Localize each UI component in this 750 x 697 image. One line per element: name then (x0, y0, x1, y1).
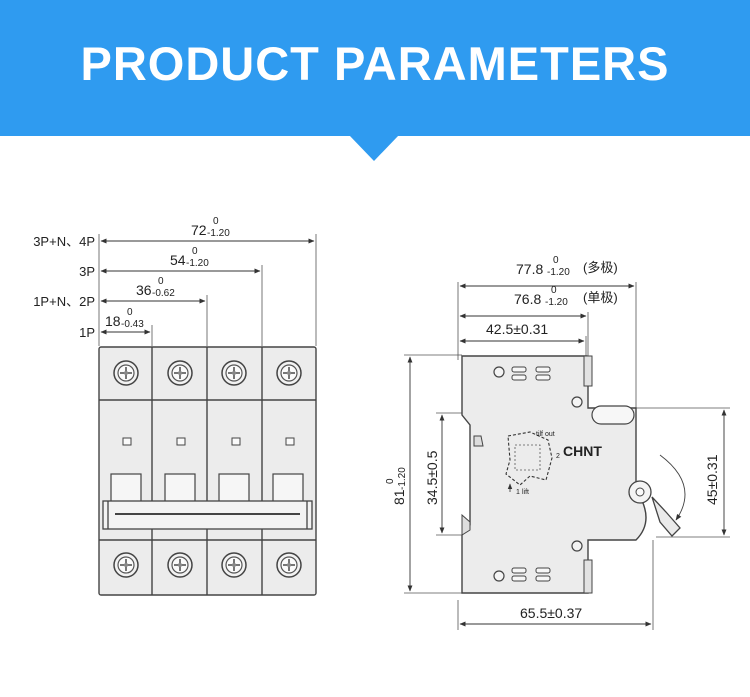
page-title: PRODUCT PARAMETERS (80, 37, 670, 90)
svg-text:81: 81 (391, 489, 407, 505)
banner-pointer (349, 135, 399, 161)
label-num-1: 1 (516, 489, 520, 496)
svg-text:72: 72 (191, 222, 207, 238)
toggle-levers (110, 473, 304, 503)
terminal-screw (167, 552, 193, 578)
svg-text:-0.62: -0.62 (152, 288, 175, 299)
svg-text:(多极): (多极) (583, 260, 618, 275)
status-indicators (122, 437, 295, 446)
svg-text:0: 0 (127, 307, 133, 318)
dim-text-81: 81 0 -1.20 (385, 467, 408, 505)
side-view: 77.8 0 -1.20 (多极) 76.8 0 -1.20 (单极) 42.5… (385, 255, 730, 630)
dim-text-76-8: 76.8 0 -1.20 (单极) (514, 285, 618, 308)
pole-label-3p: 3P (79, 264, 95, 279)
svg-text:54: 54 (170, 252, 186, 268)
dim-text-77-8: 77.8 0 -1.20 (多极) (516, 255, 618, 278)
svg-text:0: 0 (192, 246, 198, 257)
front-view: 3P+N、4P 3P 1P+N、2P 1P 72 0 -1.20 54 0 (33, 216, 317, 596)
pole-label-1p: 1P (79, 325, 95, 340)
svg-text:(单极): (单极) (583, 290, 618, 305)
dim-text-65-5: 65.5±0.37 (520, 605, 582, 621)
handle-tie-bar (102, 500, 313, 530)
toggle-handle (651, 496, 681, 537)
brand-logo: CHNT (563, 443, 602, 459)
svg-text:36: 36 (136, 282, 152, 298)
svg-text:0: 0 (158, 276, 164, 287)
header-banner: PRODUCT PARAMETERS (0, 0, 750, 136)
breaker-side-body (461, 355, 647, 594)
svg-text:0: 0 (213, 216, 219, 227)
pole-label-2p: 1P+N、2P (33, 294, 95, 309)
svg-text:76.8: 76.8 (514, 291, 541, 307)
svg-text:-1.20: -1.20 (545, 297, 568, 308)
svg-text:-1.20: -1.20 (397, 467, 408, 490)
dim-text-72: 72 0 -1.20 (191, 216, 230, 239)
terminal-screw (167, 360, 193, 386)
label-lift: lift (522, 489, 529, 496)
dim-text-54: 54 0 -1.20 (170, 246, 209, 269)
terminal-screw (113, 552, 139, 578)
terminal-screw (221, 360, 247, 386)
label-tilf-out: tilf out (536, 431, 555, 438)
svg-text:77.8: 77.8 (516, 261, 543, 277)
svg-text:-1.20: -1.20 (547, 267, 570, 278)
terminal-screw (276, 360, 302, 386)
svg-text:0: 0 (551, 285, 557, 296)
breaker-front-body (98, 346, 317, 596)
label-num-2: 2 (556, 453, 560, 460)
pole-label-4p: 3P+N、4P (33, 234, 95, 249)
dim-text-36: 36 0 -0.62 (136, 276, 175, 299)
svg-text:-1.20: -1.20 (186, 258, 209, 269)
terminal-screw (113, 360, 139, 386)
svg-text:0: 0 (385, 478, 396, 484)
mechanism-outline (505, 431, 553, 486)
svg-text:18: 18 (105, 313, 121, 329)
terminal-screw (221, 552, 247, 578)
svg-text:-0.43: -0.43 (121, 319, 144, 330)
dim-text-45: 45±0.31 (704, 454, 720, 505)
dim-text-18: 18 0 -0.43 (105, 307, 144, 330)
terminal-screw (276, 552, 302, 578)
svg-text:-1.20: -1.20 (207, 228, 230, 239)
dim-text-34-5: 34.5±0.5 (424, 450, 440, 505)
dim-text-42-5: 42.5±0.31 (486, 321, 548, 337)
svg-text:0: 0 (553, 255, 559, 266)
